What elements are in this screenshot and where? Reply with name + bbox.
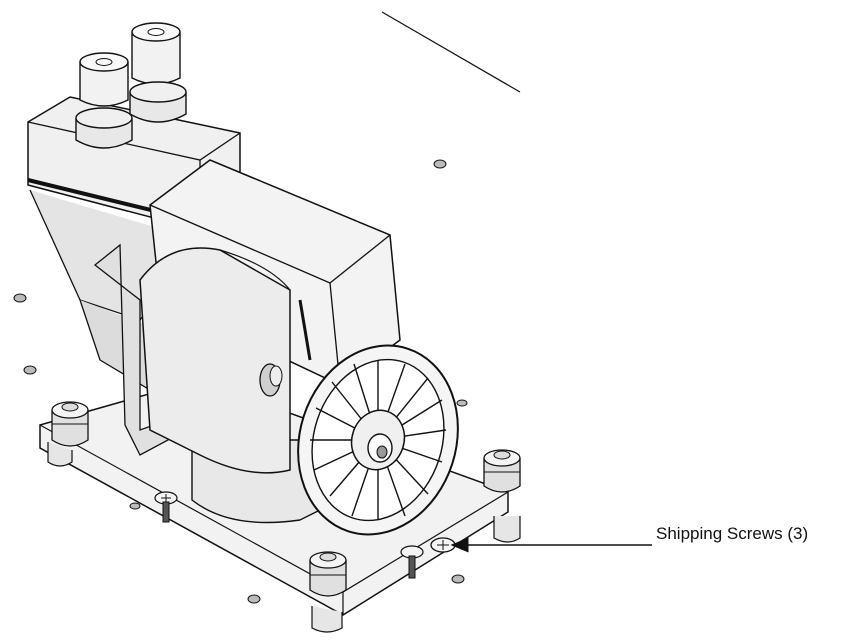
shipping-screw xyxy=(154,491,178,523)
isolator-mount xyxy=(51,401,89,447)
motor-cylinder xyxy=(139,247,291,474)
tube-fitting xyxy=(75,52,133,149)
adjustment-knob xyxy=(259,363,283,397)
callout-label-shipping-screws: Shipping Screws (3) xyxy=(656,524,809,543)
cooling-fan xyxy=(297,344,459,536)
panel-edge-line xyxy=(381,11,521,93)
floor-hole xyxy=(13,159,468,604)
isolator-mount xyxy=(483,449,521,493)
plate-feet xyxy=(47,442,521,633)
isolator-mount xyxy=(309,551,347,597)
shipping-screw xyxy=(400,545,424,579)
tube-fitting xyxy=(129,22,187,123)
shipping-screw xyxy=(430,537,456,553)
support-bracket xyxy=(93,243,169,456)
